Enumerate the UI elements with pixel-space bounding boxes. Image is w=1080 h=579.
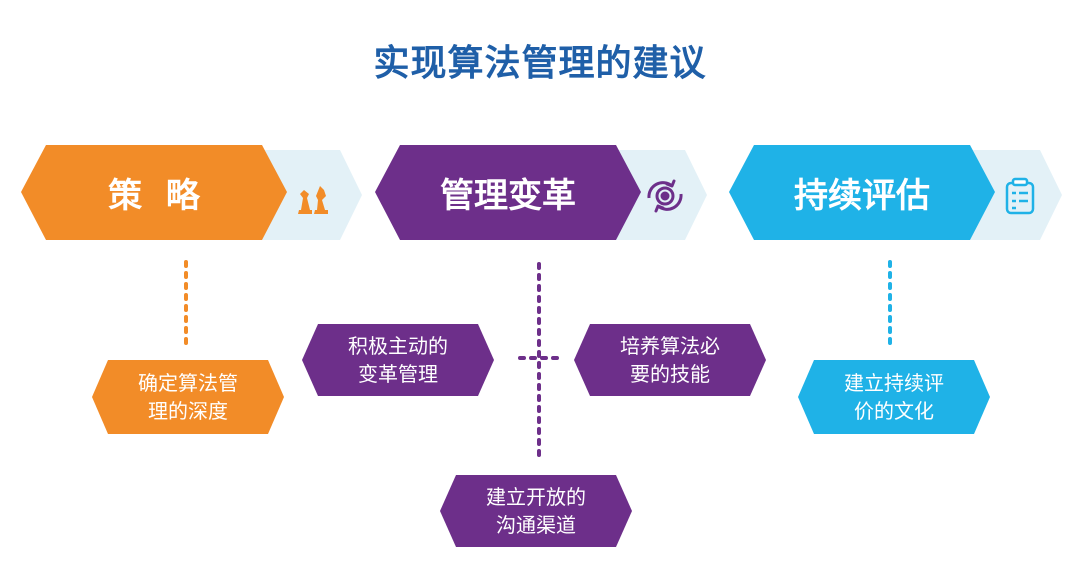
- chess-pieces-icon: [298, 186, 328, 214]
- strategy-sub-item-1: 确定算法管 理的深度: [138, 371, 238, 423]
- evaluation-hexagon: [729, 145, 995, 240]
- change-sub-shape-3: [440, 475, 632, 547]
- page-title: 实现算法管理的建议: [373, 43, 707, 84]
- evaluation-sub-item-1: 建立持续评 价的文化: [844, 371, 944, 423]
- change-sub-item-1: 积极主动的 变革管理: [348, 334, 448, 386]
- clipboard-checklist-icon: [1005, 177, 1035, 215]
- strategy-hexagon: [21, 145, 287, 240]
- gear-cycle-icon: [647, 179, 683, 213]
- change-sub-shape-1: [302, 324, 494, 396]
- evaluation-sub-shape-1: [798, 360, 990, 434]
- change-sub-shape-2: [574, 324, 766, 396]
- change-sub-item-2: 培养算法必 要的技能: [620, 334, 720, 386]
- strategy-label: 策 略: [108, 176, 200, 216]
- evaluation-label: 持续评估: [794, 176, 930, 216]
- change-sub-item-3: 建立开放的 沟通渠道: [486, 485, 586, 537]
- change-hexagon: [375, 145, 641, 240]
- change-label: 管理变革: [440, 176, 576, 216]
- strategy-sub-shape-1: [92, 360, 284, 434]
